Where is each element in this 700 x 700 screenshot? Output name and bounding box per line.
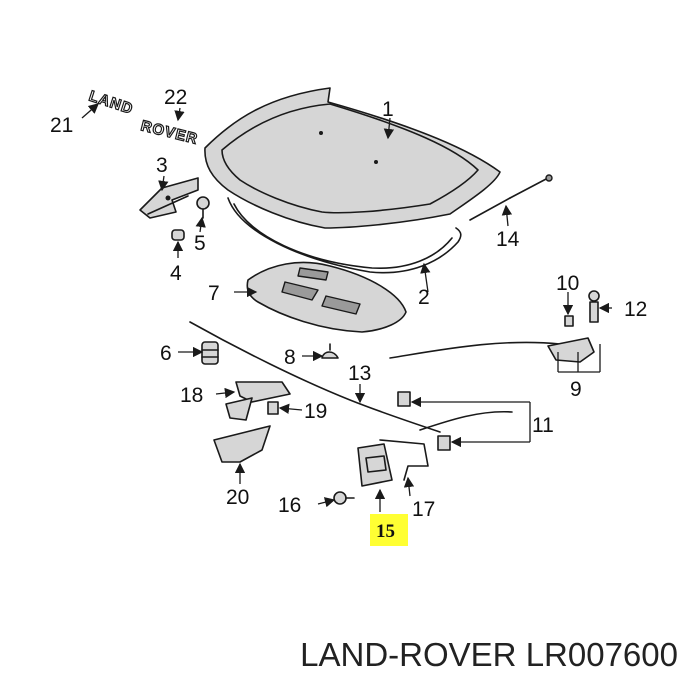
cable-clips <box>397 391 513 451</box>
callout-3: 3 <box>156 154 168 177</box>
lower-bracket <box>213 425 271 463</box>
callout-9: 9 <box>570 378 582 401</box>
hinge-bolt <box>196 196 210 219</box>
callout-2: 2 <box>418 286 430 309</box>
gas-strut <box>469 174 553 221</box>
part-number-caption: LAND-ROVER LR007600 <box>300 636 678 674</box>
callout-5: 5 <box>194 232 206 255</box>
handle-bolt <box>588 290 600 323</box>
callout-15: 15 <box>376 521 395 542</box>
release-handle-assembly <box>389 337 595 363</box>
callout-12: 12 <box>624 298 647 321</box>
callout-11: 11 <box>532 414 554 437</box>
callout-16: 16 <box>278 494 301 517</box>
rubber-buffer <box>201 341 219 365</box>
callout-1: 1 <box>382 98 394 121</box>
latch-plate <box>379 439 429 481</box>
callout-17: 17 <box>412 498 435 521</box>
emblem-word-land: LAND <box>87 88 136 118</box>
emblem-word-rover: ROVER <box>139 117 200 148</box>
push-pin <box>321 343 339 359</box>
callout-19: 19 <box>304 400 327 423</box>
highlight-box <box>370 514 408 546</box>
part-number: LR007600 <box>525 636 678 673</box>
hood-panel <box>204 87 501 229</box>
hood-hinge <box>139 177 199 219</box>
callout-18: 18 <box>180 384 203 407</box>
insulation-pad <box>246 261 407 333</box>
callout-8: 8 <box>284 346 296 369</box>
handle-screw <box>564 315 574 327</box>
bracket-screw <box>267 401 279 415</box>
callout-14: 14 <box>496 228 520 251</box>
hood-seal <box>227 197 462 274</box>
hood-latch <box>357 443 393 487</box>
callout-10: 10 <box>556 272 579 295</box>
leader-lines <box>81 103 612 512</box>
brand-name: LAND-ROVER <box>300 636 517 673</box>
callout-22: 22 <box>164 86 187 109</box>
callout-numbers: 1 2 3 4 5 6 7 8 9 10 11 12 13 14 15 16 1… <box>50 86 647 542</box>
callout-13: 13 <box>348 362 371 385</box>
callout-4: 4 <box>170 262 182 285</box>
callout-21: 21 <box>50 114 73 137</box>
callout-6: 6 <box>160 342 172 365</box>
latch-bolt <box>333 491 355 505</box>
latch-bracket <box>225 381 291 421</box>
hood-bumper <box>171 229 185 241</box>
callout-20: 20 <box>226 486 249 509</box>
release-cable <box>189 321 441 433</box>
callout-7: 7 <box>208 282 220 305</box>
